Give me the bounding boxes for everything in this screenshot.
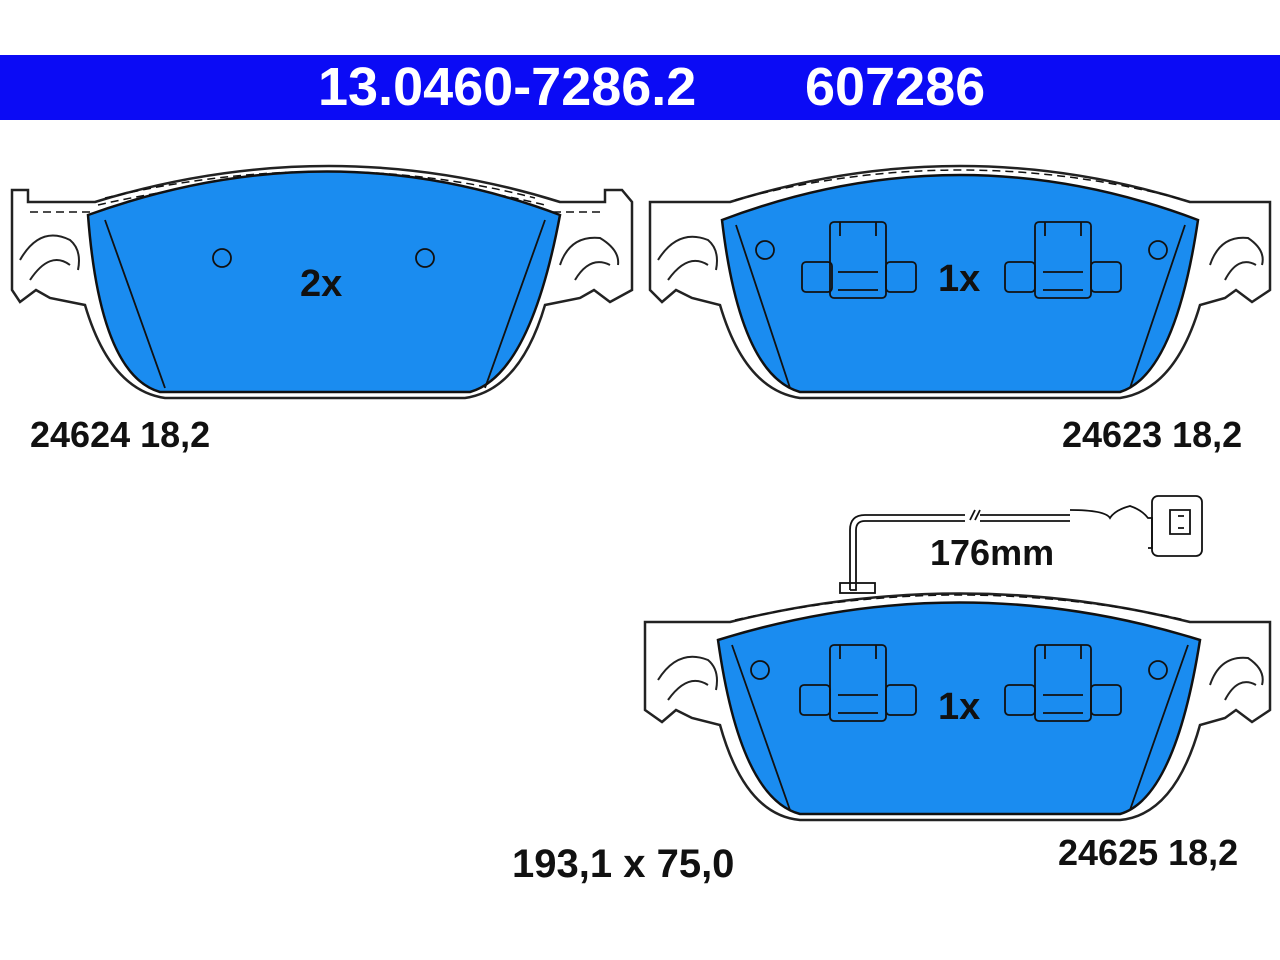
wire-length-label: 176mm: [928, 532, 1057, 574]
header-bar: 13.0460-7286.2 607286: [0, 55, 1280, 120]
brake-pad-outer-drawing: [10, 164, 634, 400]
product-code: 607286: [805, 57, 986, 117]
wear-sensor-drawing: [839, 495, 1203, 594]
quantity-label-outer: 2x: [300, 263, 343, 305]
quantity-label-sensor: 1x: [938, 686, 981, 728]
pad-id-outer: 24624 18,2: [30, 414, 211, 455]
pad-dimensions: 193,1 x 75,0: [512, 842, 735, 886]
quantity-label-inner: 1x: [938, 258, 981, 300]
brake-pad-sensor-drawing: [643, 592, 1272, 822]
part-number: 13.0460-7286.2: [318, 57, 697, 117]
pad-id-inner: 24623 18,2: [1062, 414, 1243, 455]
pad-id-sensor: 24625 18,2: [1058, 832, 1239, 873]
brake-pad-inner-drawing: [648, 164, 1272, 400]
